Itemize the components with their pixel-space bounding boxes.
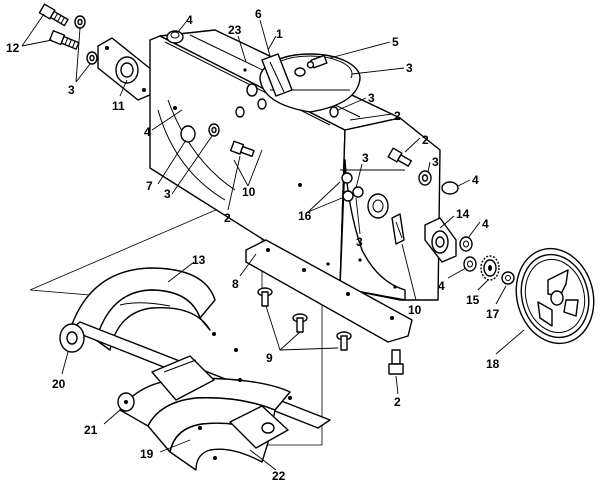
washers-upper-left xyxy=(74,15,98,65)
carriage-bolts-part-9 xyxy=(257,287,352,351)
auger-assembly-part-13 xyxy=(59,267,331,471)
callout-3: 3 xyxy=(164,187,171,201)
callout-18: 18 xyxy=(486,357,500,371)
callout-2: 2 xyxy=(394,109,401,123)
washer-part-4-top xyxy=(166,30,184,44)
callout-2: 2 xyxy=(224,211,231,225)
leader-lines xyxy=(21,13,525,471)
callout-17: 17 xyxy=(486,307,500,321)
callout-11: 11 xyxy=(112,99,125,113)
callout-3: 3 xyxy=(368,91,375,105)
spacer-part-17 xyxy=(501,271,515,285)
callout-23: 23 xyxy=(228,23,242,37)
callout-3: 3 xyxy=(432,155,439,169)
callout-1: 1 xyxy=(276,27,283,41)
bearing-housing-part-14 xyxy=(424,217,457,263)
callout-21: 21 xyxy=(84,423,98,437)
callout-3: 3 xyxy=(362,151,369,165)
lower-bolt-part-2 xyxy=(388,349,404,375)
right-side-bolts xyxy=(387,147,459,195)
inner-hardware xyxy=(180,98,339,157)
callout-13: 13 xyxy=(192,253,206,267)
callout-6: 6 xyxy=(255,7,262,21)
callout-3: 3 xyxy=(356,235,363,249)
callout-16: 16 xyxy=(298,209,312,223)
callout-20: 20 xyxy=(52,377,66,391)
callout-5: 5 xyxy=(392,35,399,49)
callout-4: 4 xyxy=(144,125,151,139)
callout-15: 15 xyxy=(466,293,480,307)
sprocket-part-15 xyxy=(480,255,500,281)
bolts-part-12 xyxy=(38,3,80,50)
chute-bracket-part-6 xyxy=(246,53,293,97)
callout-10: 10 xyxy=(242,185,256,199)
callout-2: 2 xyxy=(422,133,429,147)
bearing-flange-part-11 xyxy=(97,37,153,101)
callout-8: 8 xyxy=(232,277,239,291)
callout-4: 4 xyxy=(438,279,445,293)
callout-4: 4 xyxy=(482,217,489,231)
callout-19: 19 xyxy=(140,447,154,461)
side-bearing-part-16 xyxy=(341,172,405,245)
callout-10: 10 xyxy=(408,303,422,317)
callout-4: 4 xyxy=(186,13,193,27)
callout-12: 12 xyxy=(6,41,20,55)
callout-3: 3 xyxy=(406,61,413,75)
callout-22: 22 xyxy=(272,469,286,483)
callout-labels: 12 4 23 6 1 5 3 3 11 3 2 2 4 3 3 4 7 3 1… xyxy=(6,7,500,483)
callout-14: 14 xyxy=(456,207,470,221)
callout-2: 2 xyxy=(394,395,401,409)
scraper-bar-part-8 xyxy=(245,239,413,343)
pulley-part-18 xyxy=(515,247,595,345)
washers-part-4-drive xyxy=(459,236,477,272)
callout-3: 3 xyxy=(68,83,75,97)
callout-9: 9 xyxy=(266,351,273,365)
callout-7: 7 xyxy=(146,179,153,193)
callout-4: 4 xyxy=(472,173,479,187)
